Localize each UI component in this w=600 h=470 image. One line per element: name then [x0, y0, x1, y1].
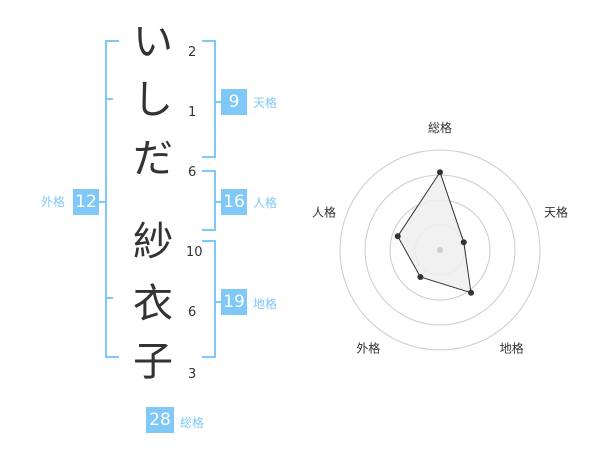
- chikaku-connector: [216, 301, 222, 303]
- radar-axis-label: 外格: [356, 341, 380, 356]
- name-char-4: 紗: [133, 219, 173, 265]
- gaikaku-connector: [99, 201, 105, 203]
- stroke-count-1: 2: [188, 45, 197, 60]
- jinkaku-badge: 16: [221, 189, 247, 215]
- jinkaku-label: 人格: [253, 196, 278, 210]
- name-char-3: だ: [133, 136, 173, 182]
- name-char-1: い: [133, 19, 173, 65]
- tenkaku-bracket-bottom: [202, 156, 216, 158]
- jinkaku-bracket-bottom: [202, 229, 216, 231]
- jinkaku-bracket-vertical: [214, 170, 216, 231]
- gaikaku-bracket-bottom: [105, 356, 119, 358]
- tenkaku-bracket-vertical: [214, 40, 216, 158]
- name-char-6: 子: [133, 339, 173, 385]
- stroke-count-4: 10: [186, 245, 203, 260]
- tenkaku-bracket-top: [202, 40, 216, 42]
- gaikaku-tick-lower: [105, 297, 113, 299]
- radar-point: [468, 289, 475, 296]
- chikaku-bracket-bottom: [202, 356, 216, 358]
- gaikaku-bracket-top: [105, 40, 119, 42]
- stroke-count-3: 6: [188, 165, 197, 180]
- tenkaku-label: 天格: [253, 96, 278, 110]
- radar-point: [460, 239, 467, 246]
- gaikaku-label: 外格: [41, 195, 66, 209]
- name-char-2: し: [133, 77, 173, 123]
- radar-points: [394, 169, 475, 296]
- gaikaku-tick-upper: [105, 98, 113, 100]
- gaikaku-bracket-vertical: [105, 40, 107, 358]
- stroke-count-5: 6: [188, 305, 197, 320]
- radar-axis-label: 天格: [544, 204, 568, 219]
- radar-point: [437, 169, 443, 176]
- tenkaku-badge: 9: [221, 89, 247, 115]
- stroke-count-2: 1: [188, 105, 197, 120]
- radar-point: [417, 273, 424, 280]
- name-char-5: 衣: [133, 281, 173, 327]
- radar-ring: [339, 149, 541, 351]
- chikaku-label: 地格: [253, 297, 278, 311]
- jinkaku-bracket-top: [202, 170, 216, 172]
- radar-center-dot: [437, 247, 443, 253]
- jinkaku-connector: [216, 201, 222, 203]
- chikaku-bracket-vertical: [214, 240, 216, 358]
- radar-axis-label: 地格: [500, 341, 524, 356]
- radar-point: [394, 233, 401, 240]
- radar-series-area: [397, 171, 472, 294]
- soukaku-label: 総格: [180, 416, 205, 430]
- tenkaku-connector: [216, 101, 222, 103]
- radar-axis-label: 総格: [428, 120, 452, 135]
- chikaku-bracket-top: [202, 240, 216, 242]
- gaikaku-badge: 12: [73, 189, 99, 215]
- stroke-count-6: 3: [188, 367, 197, 382]
- chikaku-badge: 19: [221, 289, 247, 315]
- radar-axis-label: 人格: [312, 204, 336, 219]
- soukaku-badge: 28: [146, 407, 174, 433]
